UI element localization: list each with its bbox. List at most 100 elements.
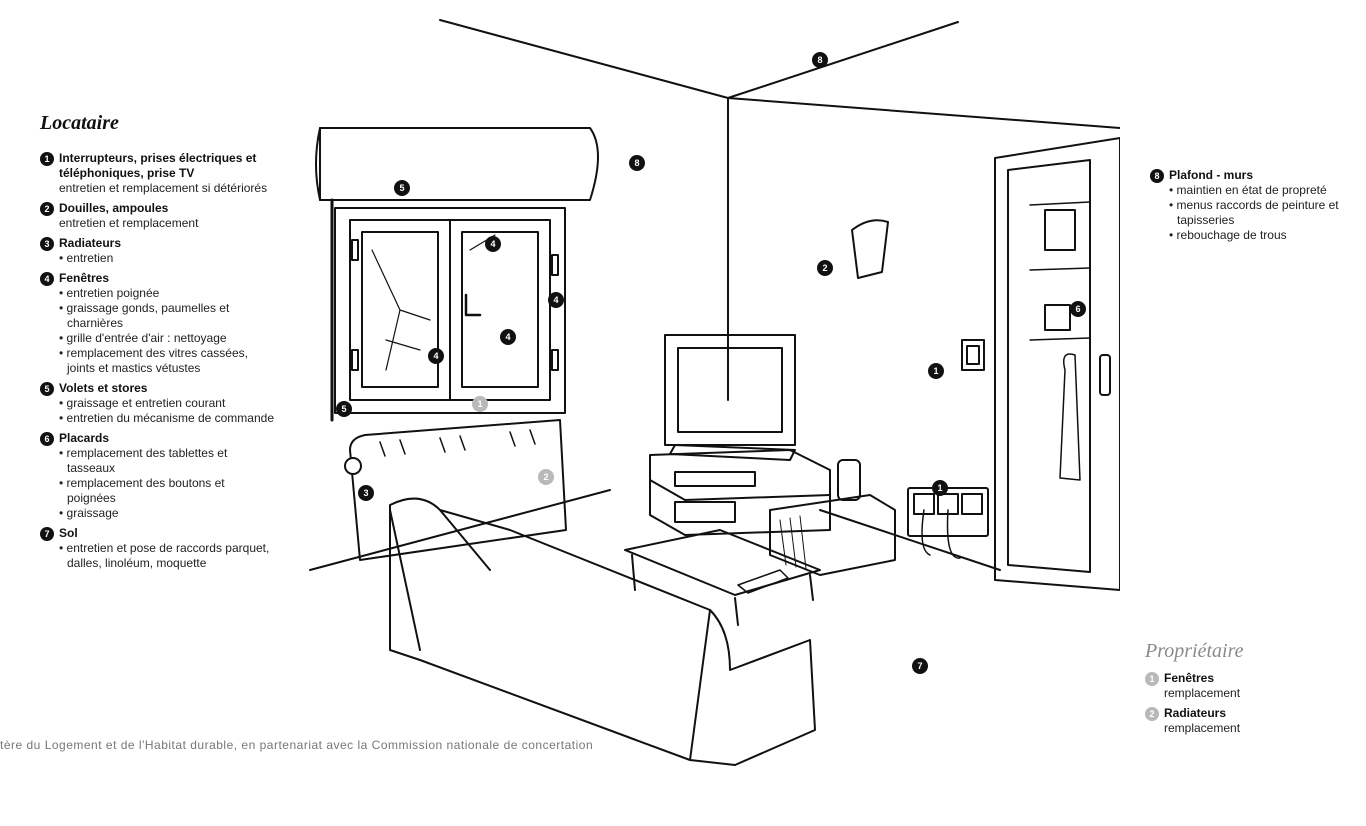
tenant-item: 5 Volets et storesgraissage et entretien … xyxy=(40,381,276,426)
ceiling-bullet: menus raccords de peinture et tapisserie… xyxy=(1177,198,1360,228)
sofa xyxy=(389,497,816,766)
radiator xyxy=(349,419,567,561)
tenant-title: Locataire xyxy=(40,112,119,134)
number-badge: 6 xyxy=(40,432,54,446)
number-badge: 7 xyxy=(40,527,54,541)
wall-switch xyxy=(961,339,985,371)
tv-stand xyxy=(649,449,831,536)
tenant-item-bullet: remplacement des tablettes et tasseaux xyxy=(67,446,276,476)
callout-c1-wall: 1 xyxy=(928,363,944,379)
owner-item-desc: remplacement xyxy=(1164,686,1241,700)
tenant-item-desc: entretien et remplacement si détériorés xyxy=(59,181,268,195)
callout-label: 6 xyxy=(1075,304,1080,314)
footer-credit: tère du Logement et de l'Habitat durable… xyxy=(0,738,594,752)
ceiling-bullet: rebouchage de trous xyxy=(1177,228,1360,243)
tenant-item-title: Volets et stores xyxy=(59,381,148,395)
ceiling-lines xyxy=(439,19,959,99)
ceiling-bullet: maintien en état de propreté xyxy=(1177,183,1360,198)
window-frame xyxy=(334,207,566,414)
tenant-item-bullet: entretien et pose de raccords parquet, d… xyxy=(67,541,276,571)
callout-c2-lamp: 2 xyxy=(817,260,833,276)
tenant-item-head: 7 Sol xyxy=(40,526,276,541)
callout-c6-closet: 6 xyxy=(1070,301,1086,317)
tenant-item-bullet: graissage gonds, paumelles et charnières xyxy=(67,301,276,331)
callout-label: 4 xyxy=(553,295,558,305)
ceiling-title: Plafond - murs xyxy=(1169,168,1254,182)
callout-label: 4 xyxy=(433,351,438,361)
callout-label: 3 xyxy=(363,488,368,498)
tenant-item: 4Fenêtresentretien poignéegraissage gond… xyxy=(40,271,276,376)
callout-c5-shutter: 5 xyxy=(394,180,410,196)
floor-line-right xyxy=(819,509,1001,571)
shutter-box xyxy=(319,127,599,201)
closet-frame xyxy=(994,137,1120,591)
tenant-item-title: Douilles, ampoules xyxy=(59,201,169,215)
owner-item-head: 2 Radiateurs xyxy=(1145,706,1345,721)
callout-label: 4 xyxy=(505,332,510,342)
callout-label: 8 xyxy=(634,158,639,168)
number-badge: 1 xyxy=(40,152,54,166)
tenant-item-bullet: remplacement des vitres cassées, joints … xyxy=(67,346,276,376)
tenant-item-bullet: entretien xyxy=(67,251,276,266)
wall-lamp xyxy=(851,219,889,279)
callout-c7-floor: 7 xyxy=(912,658,928,674)
callout-c8-wall: 8 xyxy=(629,155,645,171)
callout-c8-ceiling: 8 xyxy=(812,52,828,68)
callout-c4-c: 4 xyxy=(500,329,516,345)
tenant-item-bullet: entretien poignée xyxy=(67,286,276,301)
callout-c5-side: 5 xyxy=(336,401,352,417)
callout-label: 1 xyxy=(477,399,482,409)
callout-c4-d: 4 xyxy=(428,348,444,364)
ceiling-bullets: maintien en état de propretémenus raccor… xyxy=(1150,183,1360,243)
callout-c2-owner: 2 xyxy=(538,469,554,485)
callout-c4-b: 4 xyxy=(548,292,564,308)
tenant-item-title: Placards xyxy=(59,431,110,445)
tenant-item-head: 6 Placards xyxy=(40,431,276,446)
number-badge: 2 xyxy=(1145,707,1159,721)
tenant-item: 6 Placardsremplacement des tablettes et t… xyxy=(40,431,276,521)
callout-label: 7 xyxy=(917,661,922,671)
owner-item-title: Fenêtres xyxy=(1164,671,1215,685)
tenant-item-title: Sol xyxy=(59,526,78,540)
tenant-item-bullet: entretien du mécanisme de commande xyxy=(67,411,276,426)
tenant-item-bullet: grille d'entrée d'air : nettoyage xyxy=(67,331,276,346)
callout-c4-a: 4 xyxy=(485,236,501,252)
tenant-item-desc: entretien et remplacement xyxy=(59,216,199,230)
tenant-legend: Locataire 1 Interrupteurs, prises électri… xyxy=(40,112,276,576)
ceiling-head: 8 Plafond - murs xyxy=(1150,168,1360,183)
tenant-item-title: Radiateurs xyxy=(59,236,122,250)
owner-item-title: Radiateurs xyxy=(1164,706,1227,720)
owner-item-head: 1 Fenêtres xyxy=(1145,671,1345,686)
phone xyxy=(837,459,861,501)
ceiling-legend: 8 Plafond - murs maintien en état de pro… xyxy=(1150,168,1360,243)
number-badge: 3 xyxy=(40,237,54,251)
tenant-item-bullet: graissage xyxy=(67,506,276,521)
owner-item-desc: remplacement xyxy=(1164,721,1241,735)
coffee-table xyxy=(624,529,821,596)
tenant-item-bullet: graissage et entretien courant xyxy=(67,396,276,411)
tenant-items: 1 Interrupteurs, prises électriques et té… xyxy=(40,151,276,571)
tenant-item: 7 Solentretien et pose de raccords parque… xyxy=(40,526,276,571)
callout-label: 4 xyxy=(490,239,495,249)
tv xyxy=(664,334,796,446)
callout-label: 5 xyxy=(399,183,404,193)
tenant-item: 1 Interrupteurs, prises électriques et té… xyxy=(40,151,276,196)
ceiling-number-badge: 8 xyxy=(1150,169,1164,183)
callout-label: 2 xyxy=(822,263,827,273)
callout-label: 2 xyxy=(543,472,548,482)
number-badge: 5 xyxy=(40,382,54,396)
callout-c1-socket: 1 xyxy=(932,480,948,496)
tenant-item-title: Fenêtres xyxy=(59,271,110,285)
tenant-item-head: 1 Interrupteurs, prises électriques et té… xyxy=(40,151,276,181)
tenant-item-head: 3 Radiateurs xyxy=(40,236,276,251)
callout-label: 8 xyxy=(817,55,822,65)
number-badge: 1 xyxy=(1145,672,1159,686)
owner-title: Propriétaire xyxy=(1145,640,1244,662)
tenant-item-title: Interrupteurs, prises électriques et tél… xyxy=(59,151,257,180)
number-badge: 2 xyxy=(40,202,54,216)
